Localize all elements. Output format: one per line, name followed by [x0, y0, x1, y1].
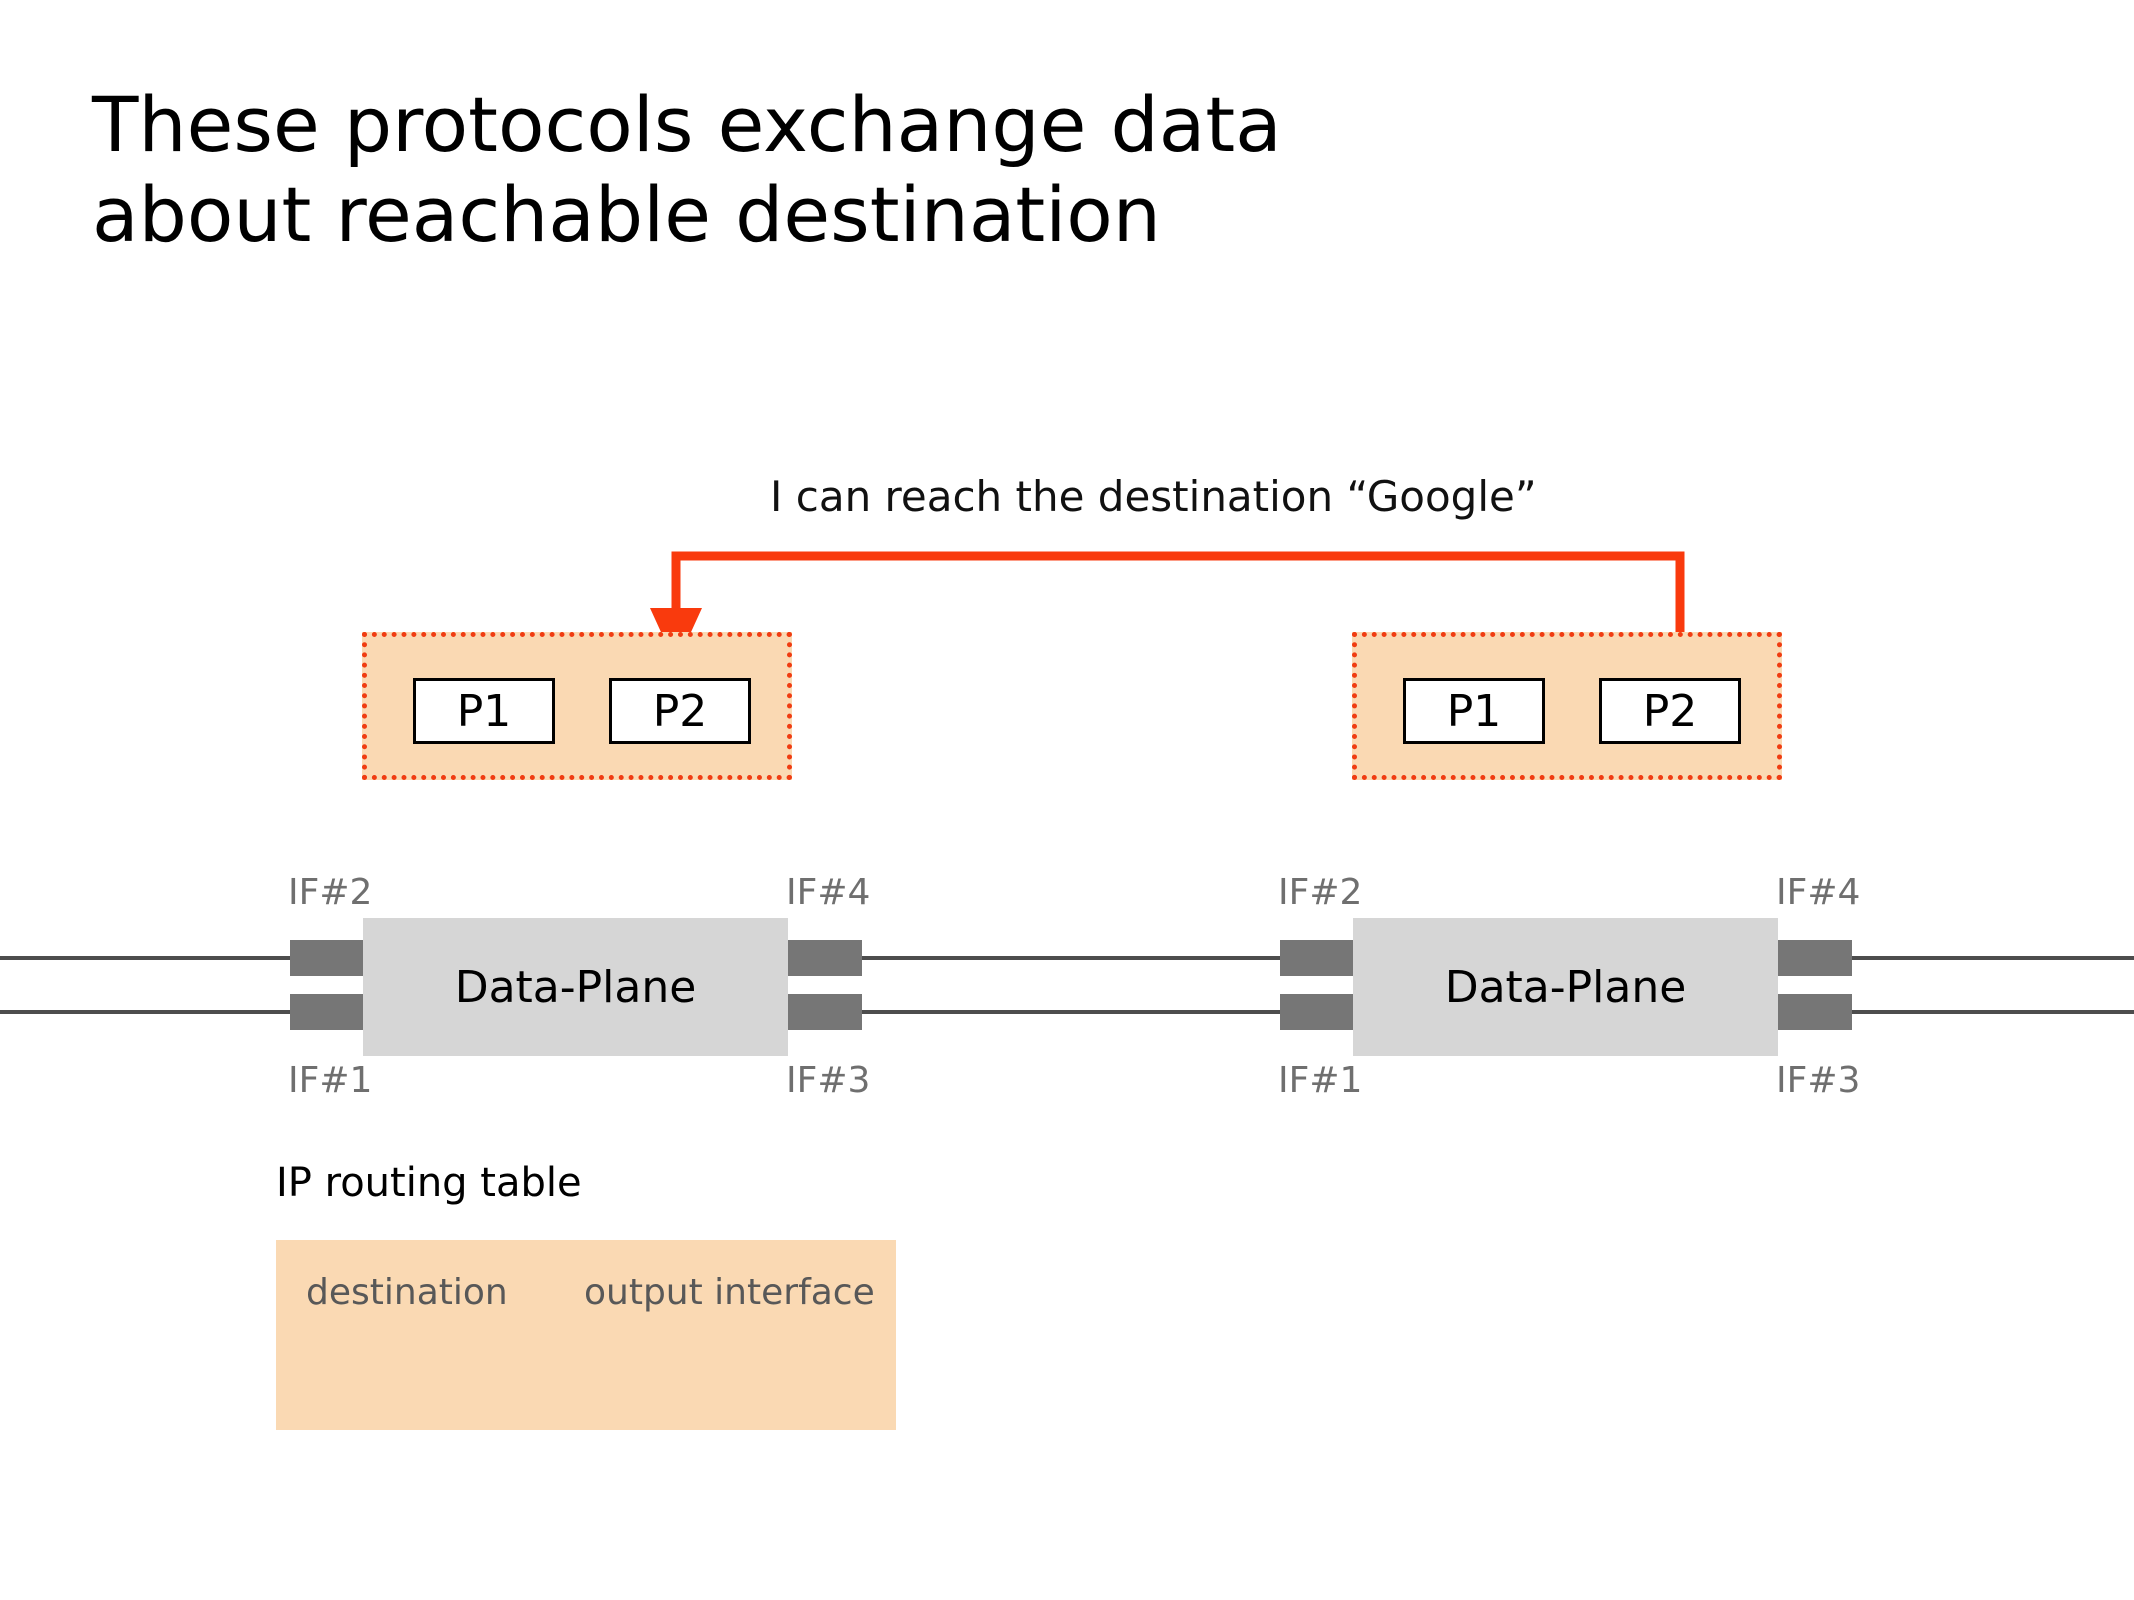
interface-label-if4-right: IF#4 — [1776, 872, 1861, 913]
protocol-box-p1-left[interactable]: P1 — [413, 678, 555, 744]
protocol-box-p2-left[interactable]: P2 — [609, 678, 751, 744]
interface-stub-if2-left — [290, 940, 364, 976]
wire-middle-bottom — [862, 1010, 1280, 1014]
page-title-line-1: These protocols exchange data — [92, 80, 1282, 169]
interface-stub-if2-right — [1280, 940, 1354, 976]
wire-right-top-outer — [1852, 956, 2134, 960]
wire-left-bottom-outer — [0, 1010, 290, 1014]
page-title: These protocols exchange data about reac… — [92, 80, 1692, 259]
data-plane-right: Data-Plane — [1353, 918, 1778, 1056]
routing-table-header-output-interface: output interface — [584, 1272, 875, 1313]
interface-stub-if4-left — [788, 940, 862, 976]
interface-stub-if3-right — [1778, 994, 1852, 1030]
protocol-box-p1-right[interactable]: P1 — [1403, 678, 1545, 744]
interface-label-if3-right: IF#3 — [1776, 1060, 1861, 1101]
interface-label-if1-right: IF#1 — [1278, 1060, 1363, 1101]
interface-label-if1-left: IF#1 — [288, 1060, 373, 1101]
protocol-box-p2-right[interactable]: P2 — [1599, 678, 1741, 744]
interface-label-if3-left: IF#3 — [786, 1060, 871, 1101]
interface-stub-if4-right — [1778, 940, 1852, 976]
data-plane-left: Data-Plane — [363, 918, 788, 1056]
interface-stub-if3-left — [788, 994, 862, 1030]
interface-label-if2-left: IF#2 — [288, 872, 373, 913]
interface-label-if4-left: IF#4 — [786, 872, 871, 913]
routing-table-title: IP routing table — [276, 1160, 582, 1206]
interface-stub-if1-left — [290, 994, 364, 1030]
interface-stub-if1-right — [1280, 994, 1354, 1030]
protocol-message-annotation: I can reach the destination “Google” — [770, 472, 1537, 521]
wire-right-bottom-outer — [1852, 1010, 2134, 1014]
wire-middle-top — [862, 956, 1280, 960]
control-plane-right: P1 P2 — [1352, 632, 1782, 780]
routing-table-header-destination: destination — [306, 1272, 508, 1313]
page-title-line-2: about reachable destination — [92, 169, 1161, 259]
interface-label-if2-right: IF#2 — [1278, 872, 1363, 913]
wire-left-top-outer — [0, 956, 290, 960]
control-plane-left: P1 P2 — [362, 632, 792, 780]
routing-table: destination output interface — [276, 1240, 896, 1430]
